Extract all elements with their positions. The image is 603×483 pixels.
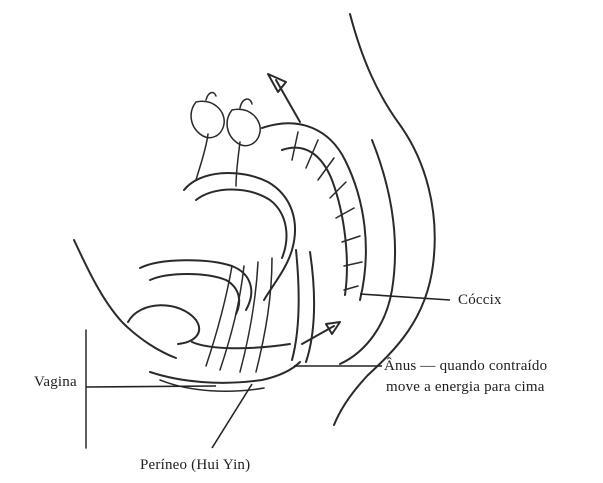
vagina-label: Vagina [34, 373, 77, 392]
vagina-leader [86, 386, 216, 387]
anus-label-line2: move a energia para cima [386, 378, 545, 397]
pelvic-canals [192, 250, 314, 372]
front-contour [74, 240, 176, 358]
perineo-label: Períneo (Hui Yin) [140, 456, 250, 475]
uterus-bladder [128, 173, 295, 344]
perineum-floor [150, 362, 300, 383]
perineo-leader [212, 384, 252, 448]
ovaries [191, 93, 260, 186]
energy-up-arrow [268, 74, 300, 122]
sacrum-coccyx [262, 123, 366, 300]
gluteal-contour [340, 140, 395, 364]
anus-energy-arrow [302, 322, 340, 344]
anus-label-line1: Ânus — quando contraído [384, 357, 547, 376]
coccix-leader [360, 294, 450, 300]
coccix-label: Cóccix [458, 291, 502, 310]
